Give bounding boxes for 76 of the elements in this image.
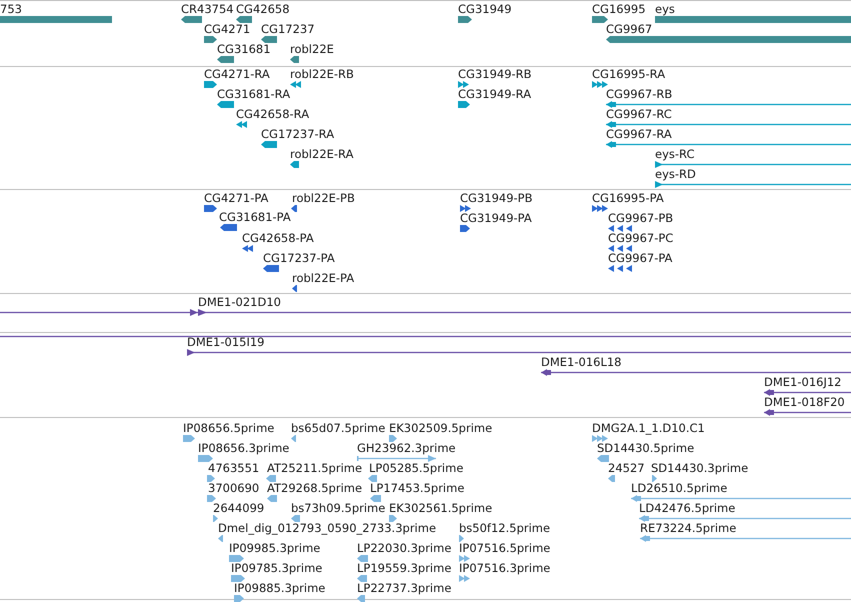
track-band (0, 333, 851, 418)
feature-label: AT25211.5prime (267, 462, 362, 475)
feature-label: bs50f12.5prime (459, 522, 550, 535)
feature-label: CG4271-PA (204, 192, 268, 205)
feature-label: DME1-015I19 (187, 336, 264, 349)
feature-label: SD14430.3prime (651, 462, 748, 475)
feature-label: IP07516.5prime (459, 542, 550, 555)
feature-label: eys-RC (655, 148, 694, 161)
feature-label: EK302509.5prime (389, 422, 492, 435)
feature-label: CG31949-PB (460, 192, 532, 205)
feature-label: CG42658-RA (236, 108, 310, 121)
feature-label: CG17237-RA (261, 128, 334, 141)
feature-label: LP19559.3prime (357, 562, 452, 575)
feature-label: CG31681-RA (217, 88, 290, 101)
feature-label: CG4271 (204, 23, 250, 36)
feature-label: CG9967-PC (608, 232, 674, 245)
feature-label: CG9967-RA (606, 128, 672, 141)
feature-label: CG31949 (458, 3, 512, 16)
feature-label: IP09785.3prime (231, 562, 322, 575)
feature-label: 24527 (608, 462, 645, 475)
feature-label: GH23962.3prime (357, 442, 456, 455)
feature-label: DME1-021D10 (198, 296, 281, 309)
feature-label: IP08656.3prime (198, 442, 290, 455)
feature-label: CG9967-PB (608, 212, 674, 225)
feature-label: SD14430.5prime (597, 442, 694, 455)
feature-label: robl22E-PA (292, 272, 354, 285)
feature-label: 2644099 (213, 502, 264, 515)
feature-label: DME1-016L18 (541, 356, 622, 369)
feature-label: robl22E (290, 43, 334, 56)
feature-label: CG31949-PA (460, 212, 532, 225)
feature-label: CG17237-PA (263, 252, 335, 265)
feature-label: CG42658-PA (242, 232, 314, 245)
feature-label: bs65d07.5prime (291, 422, 386, 435)
feature-label: IP08656.5prime (183, 422, 274, 435)
feature-label: CG31681-PA (219, 211, 291, 224)
feature-label: DME1-018F20 (764, 396, 845, 409)
track-band (0, 66, 851, 190)
feature-label: CG31949-RA (458, 88, 532, 101)
feature-label: eys (655, 3, 675, 16)
feature-label: 3700690 (208, 482, 260, 495)
feature-label: CG16995-PA (592, 192, 664, 205)
feature-label: RE73224.5prime (640, 522, 736, 535)
feature-label: CG4271-RA (204, 68, 270, 81)
feature-label: robl22E-PB (292, 192, 355, 205)
feature-label: LD26510.5prime (631, 482, 728, 495)
feature-label: 753 (0, 3, 22, 16)
feature-label: CG31681 (217, 43, 271, 56)
feature-label: CG16995-RA (592, 68, 666, 81)
feature-label: LP22030.3prime (357, 542, 452, 555)
feature-label: IP09885.3prime (234, 582, 326, 595)
feature-label: LP05285.5prime (369, 462, 464, 475)
feature-label: CG17237 (261, 23, 315, 36)
feature-label: robl22E-RB (290, 68, 354, 81)
feature-label: eys-RD (655, 168, 696, 181)
feature-label: bs73h09.5prime (291, 502, 386, 515)
feature-label: DMG2A.1_1.D10.C1 (592, 422, 705, 435)
feature-label: robl22E-RA (290, 148, 354, 161)
feature-label: CG9967-RB (606, 88, 672, 101)
feature-label: LD42476.5prime (639, 502, 736, 515)
feature-label: CG16995 (592, 3, 646, 16)
feature-label: Dmel_dig_012793_0590_2733.3prime (218, 522, 436, 535)
feature-label: CG42658 (236, 3, 290, 16)
feature-label: CG31949-RB (458, 68, 532, 81)
feature-label: LP22737.3prime (357, 582, 452, 595)
feature-label: 4763551 (208, 462, 260, 475)
feature-label: CG9967-RC (606, 108, 672, 121)
feature-label: IP07516.3prime (459, 562, 550, 575)
feature-label: CG9967 (606, 23, 652, 36)
track-band (0, 190, 851, 294)
feature-label: EK302561.5prime (389, 502, 492, 515)
feature-label: LP17453.5prime (370, 482, 464, 495)
feature-label: IP09985.3prime (229, 542, 320, 555)
feature-label: AT29268.5prime (267, 482, 362, 495)
feature-label: CG9967-PA (608, 252, 672, 265)
feature-label: DME1-016J12 (764, 376, 842, 389)
feature-label: CR43754 (181, 3, 234, 16)
